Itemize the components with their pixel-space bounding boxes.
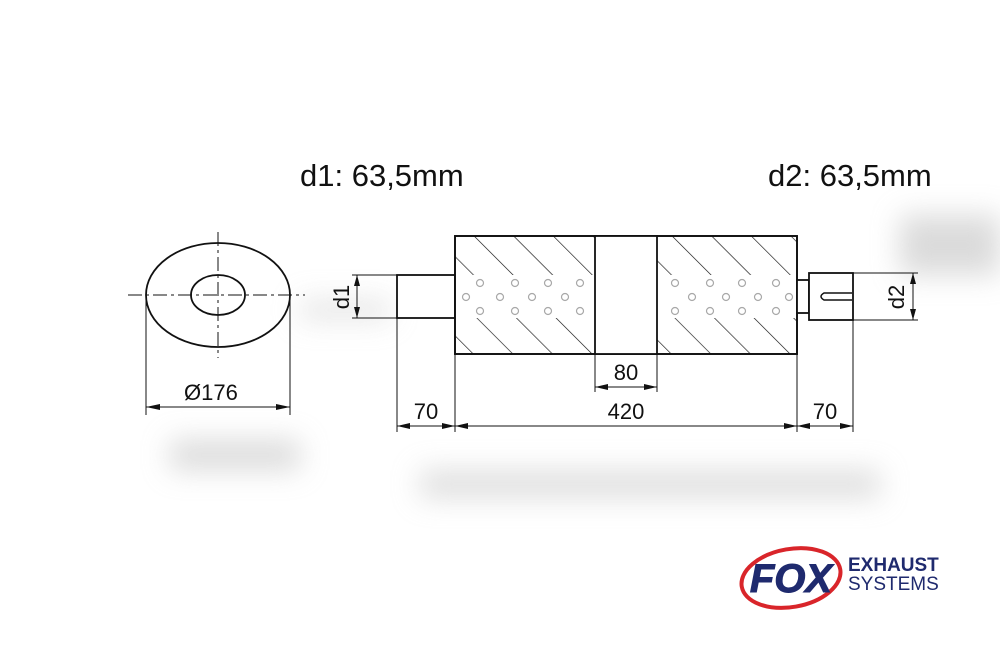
end-view	[128, 232, 305, 415]
arrowhead	[797, 423, 810, 429]
logo-swoosh	[739, 546, 843, 610]
outlet-diameter-label: d2	[884, 285, 909, 309]
d1-diameter-title: d1: 63,5mm	[300, 158, 464, 193]
outlet-pipe	[796, 279, 810, 314]
arrowhead	[910, 309, 916, 320]
diameter-label: Ø176	[184, 380, 238, 405]
outlet-pipe-length: 70	[813, 399, 837, 424]
fox-exhaust-logo: FOX EXHAUST SYSTEMS	[739, 546, 939, 610]
outlet-sleeve	[808, 272, 854, 321]
hatched-packing-right-top	[657, 236, 797, 275]
arrowhead	[276, 404, 290, 410]
arrowhead	[455, 423, 468, 429]
arrowhead	[840, 423, 853, 429]
center-gap-length: 80	[614, 360, 638, 385]
arrowhead	[354, 275, 360, 286]
hatched-packing-left-top	[455, 236, 595, 275]
arrowhead	[442, 423, 455, 429]
perforations	[461, 278, 794, 316]
arrowhead	[397, 423, 410, 429]
outlet-slot	[820, 292, 852, 301]
arrowhead	[354, 307, 360, 318]
arrowhead	[146, 404, 160, 410]
body-length: 420	[608, 399, 645, 424]
logo-mark: FOX	[750, 557, 835, 601]
arrowhead	[784, 423, 797, 429]
inlet-pipe-length: 70	[414, 399, 438, 424]
center-chamber	[594, 235, 658, 355]
logo-line-exhaust: EXHAUST	[848, 555, 939, 576]
arrowhead	[644, 384, 657, 390]
side-view	[352, 235, 918, 432]
drop-shadow	[170, 215, 1000, 498]
arrowhead	[910, 273, 916, 284]
arrowhead	[595, 384, 608, 390]
logo-line-systems: SYSTEMS	[848, 574, 939, 595]
d2-diameter-title: d2: 63,5mm	[768, 158, 932, 193]
inlet-pipe	[396, 274, 456, 319]
hatched-packing-left-bottom	[455, 318, 595, 354]
hatched-packing-right-bottom	[657, 318, 797, 354]
inlet-diameter-label: d1	[329, 285, 354, 309]
